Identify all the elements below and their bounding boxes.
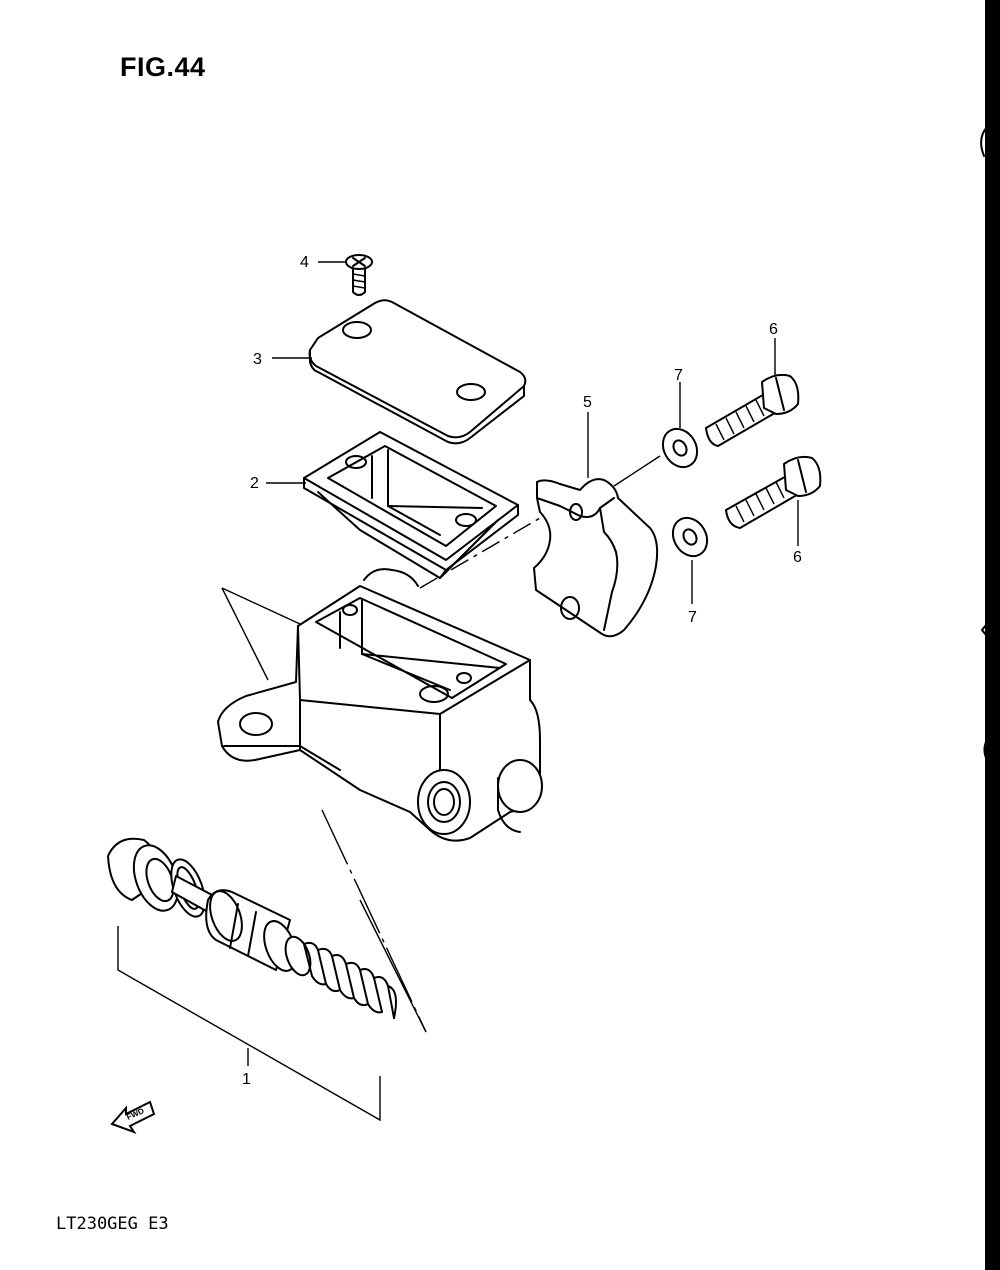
master-cylinder-body[interactable]	[217, 568, 543, 842]
part-5-clamp[interactable]	[533, 478, 659, 638]
part-7-washer-upper[interactable]	[656, 423, 704, 474]
kit-pointer-line-lower-b	[359, 899, 427, 1033]
callout-7-upper: 7	[674, 367, 683, 384]
alignment-line-clamp	[419, 517, 541, 589]
figure-title: FIG.44	[120, 52, 206, 82]
part-6-bolt-lower[interactable]	[725, 455, 822, 529]
edge-mark-low	[983, 734, 991, 763]
page-edge-bar	[985, 0, 1000, 1270]
callout-2: 2	[250, 475, 259, 492]
callout-6-upper: 6	[769, 321, 778, 338]
part-6-bolt-upper[interactable]	[705, 373, 800, 447]
part-2-diaphragm[interactable]	[303, 431, 519, 579]
part-3-cover[interactable]	[308, 299, 527, 445]
callout-3: 3	[253, 351, 262, 368]
callout-5: 5	[583, 394, 592, 411]
part-7-washer-lower[interactable]	[666, 512, 714, 563]
alignment-line-bolt-upper	[613, 455, 661, 487]
edge-mark-top	[980, 123, 991, 157]
callout-6-lower: 6	[793, 549, 802, 566]
kit-pointer-line-upper	[221, 587, 269, 681]
kit-pointer-line-lower	[321, 809, 427, 1033]
kit-bracket	[117, 926, 381, 1122]
callout-1: 1	[242, 1071, 251, 1088]
part-1-piston-kit[interactable]	[107, 837, 397, 1019]
edge-mark-mid	[981, 619, 991, 641]
fwd-arrow-icon: FWD	[110, 1100, 156, 1134]
callout-4: 4	[300, 254, 309, 271]
callout-7-lower: 7	[688, 609, 697, 626]
part-4-screw[interactable]	[345, 254, 373, 296]
kit-pointer-line-upper-b	[221, 587, 301, 625]
model-code: LT230GEG E3	[56, 1214, 169, 1234]
